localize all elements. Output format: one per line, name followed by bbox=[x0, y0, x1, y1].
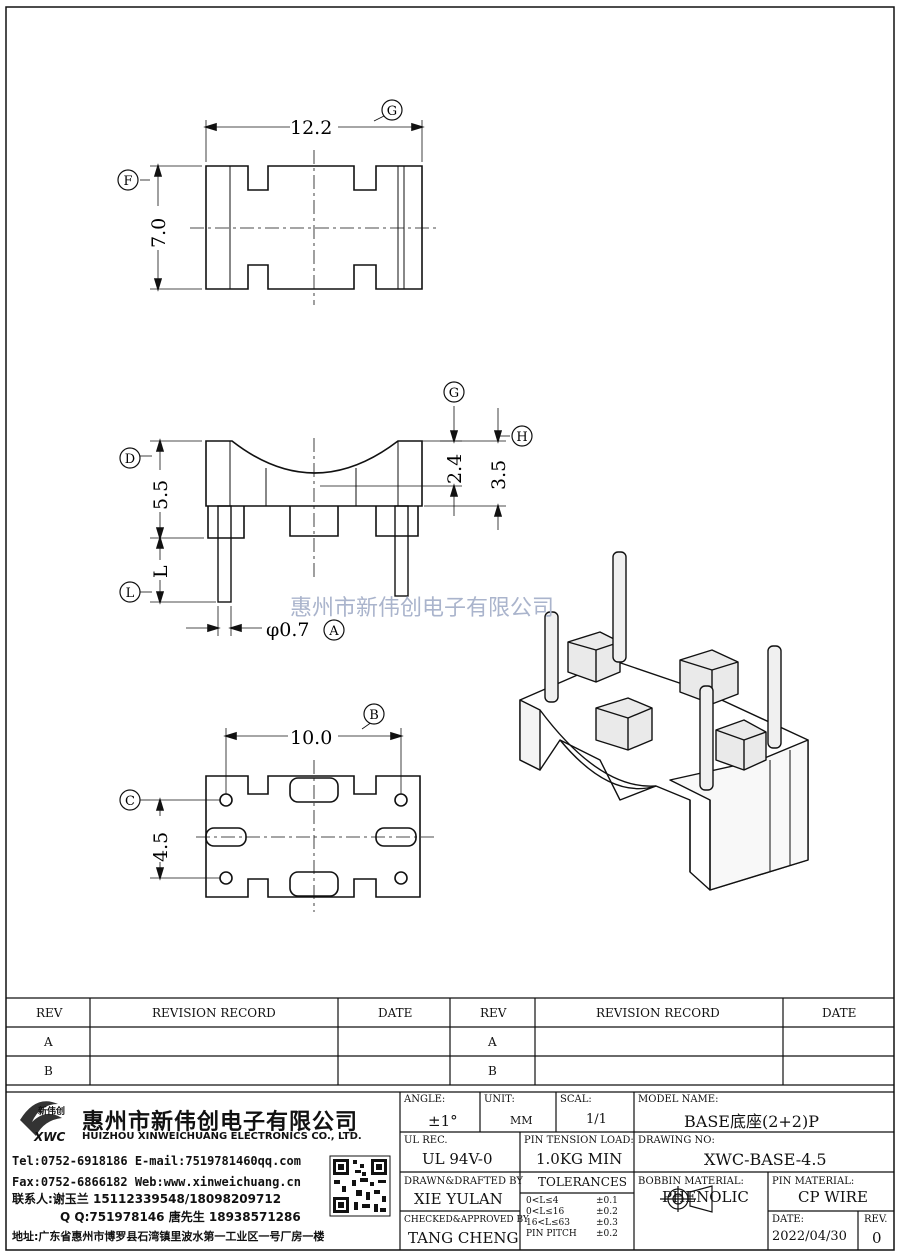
company-logo bbox=[20, 1101, 62, 1136]
dim-pin-diameter: φ0.7 bbox=[266, 619, 310, 641]
rev-header-2: REV bbox=[480, 1006, 507, 1020]
top-view bbox=[140, 115, 440, 305]
svg-text:H: H bbox=[516, 430, 527, 445]
tol-value-3: ±0.3 bbox=[596, 1218, 618, 1228]
svg-text:A: A bbox=[328, 624, 339, 639]
tol-value-1: ±0.1 bbox=[596, 1196, 618, 1206]
callout-b: B bbox=[363, 703, 385, 725]
pin-material-label: PIN MATERIAL: bbox=[772, 1176, 855, 1187]
front-view bbox=[140, 406, 510, 636]
tol-range-2: 0<L≤16 bbox=[526, 1207, 565, 1217]
callout-l: L bbox=[119, 581, 141, 603]
svg-text:B: B bbox=[369, 708, 379, 723]
model-label: MODEL NAME: bbox=[638, 1094, 719, 1105]
dim-pin-length: L bbox=[150, 565, 172, 578]
scale-value: 1/1 bbox=[586, 1112, 607, 1127]
rev-row-a-right: A bbox=[488, 1035, 497, 1049]
isometric-view bbox=[519, 551, 809, 891]
checked-by-value: TANG CHENG bbox=[408, 1229, 519, 1247]
fax-line: Fax:0752-6866182 Web:www.xinweichuang.cn bbox=[12, 1175, 301, 1189]
bobbin-material-label: BOBBIN MATERIAL: bbox=[638, 1176, 744, 1187]
callout-d: D bbox=[119, 447, 141, 469]
callout-h: H bbox=[511, 425, 533, 447]
tol-value-2: ±0.2 bbox=[596, 1207, 618, 1217]
date-label: DATE: bbox=[772, 1214, 805, 1225]
rev-header-1: REV bbox=[36, 1006, 63, 1020]
bottom-view bbox=[140, 721, 434, 912]
scale-label: SCAL: bbox=[560, 1094, 592, 1105]
dim-pin-pitch: 10.0 bbox=[290, 727, 332, 749]
date-header-1: DATE bbox=[378, 1006, 413, 1020]
dim-side-height: 5.5 bbox=[150, 480, 172, 510]
drawn-by-label: DRAWN&DRAFTED BY bbox=[404, 1176, 523, 1187]
address-line: 地址:广东省惠州市博罗县石湾镇里波水第一工业区一号厂房一楼 bbox=[12, 1230, 325, 1243]
revision-record-header-1: REVISION RECORD bbox=[152, 1006, 276, 1020]
bobbin-material-value: PHENOLIC bbox=[662, 1188, 749, 1206]
qr-code bbox=[329, 1155, 391, 1217]
dim-top-height: 3.5 bbox=[488, 460, 510, 490]
revision-record-header-2: REVISION RECORD bbox=[596, 1006, 720, 1020]
callout-g: G bbox=[443, 381, 465, 403]
tolerances-label: TOLERANCES bbox=[538, 1175, 627, 1189]
pin-material-value: CP WIRE bbox=[798, 1188, 868, 1206]
logo-text: 新伟创 bbox=[38, 1107, 66, 1117]
projection-symbol bbox=[660, 1185, 713, 1213]
angle-value: ±1° bbox=[428, 1112, 458, 1130]
rev-row-a-left: A bbox=[44, 1035, 53, 1049]
rev-row-b-left: B bbox=[44, 1064, 53, 1078]
date-value: 2022/04/30 bbox=[772, 1229, 847, 1244]
drawing-no-value: XWC-BASE-4.5 bbox=[704, 1150, 827, 1169]
svg-text:D: D bbox=[125, 452, 135, 467]
company-name-cn: 惠州市新伟创电子有限公司 bbox=[82, 1110, 359, 1135]
angle-label: ANGLE: bbox=[404, 1094, 446, 1105]
tol-range-4: PIN PITCH bbox=[526, 1229, 577, 1239]
svg-text:G: G bbox=[449, 386, 459, 401]
dim-row-pitch: 4.5 bbox=[150, 832, 172, 862]
tension-value: 1.0KG MIN bbox=[536, 1150, 623, 1168]
rev-label: REV. bbox=[864, 1214, 888, 1225]
svg-text:F: F bbox=[123, 174, 132, 189]
svg-text:G: G bbox=[387, 104, 397, 119]
rev-row-b-right: B bbox=[488, 1064, 497, 1078]
dim-arc-depth: 2.4 bbox=[444, 454, 466, 484]
tel-line: Tel:0752-6918186 E-mail:7519781460qq.com bbox=[12, 1154, 301, 1168]
watermark-text: 惠州市新伟创电子有限公司 bbox=[290, 596, 555, 621]
contact-line: 联系人:谢玉兰 15112339548/18098209712 bbox=[12, 1192, 282, 1206]
ul-value: UL 94V-0 bbox=[422, 1150, 493, 1168]
model-value: BASE底座(2+2)P bbox=[684, 1112, 819, 1131]
callout-f: G bbox=[381, 99, 403, 121]
checked-by-label: CHECKED&APPROVED BY bbox=[404, 1215, 529, 1225]
svg-text:C: C bbox=[125, 794, 135, 809]
qq-line: Q Q:751978146 唐先生 18938571286 bbox=[60, 1210, 301, 1224]
drawn-by-value: XIE YULAN bbox=[414, 1190, 503, 1208]
unit-label: UNIT: bbox=[484, 1094, 515, 1105]
dim-height: 7.0 bbox=[148, 218, 170, 248]
callout-e: F bbox=[117, 169, 139, 191]
callout-c: C bbox=[119, 789, 141, 811]
dim-width: 12.2 bbox=[290, 117, 332, 139]
callout-a: A bbox=[323, 619, 345, 641]
tol-value-4: ±0.2 bbox=[596, 1229, 618, 1239]
company-name-en: HUIZHOU XINWEICHUANG ELECTRONICS CO., LT… bbox=[82, 1131, 362, 1142]
date-header-2: DATE bbox=[822, 1006, 857, 1020]
logo-abbr: XWC bbox=[34, 1130, 66, 1144]
tol-range-3: 16<L≤63 bbox=[526, 1218, 570, 1228]
unit-value: MM bbox=[510, 1114, 533, 1127]
svg-text:L: L bbox=[126, 586, 135, 601]
rev-value: 0 bbox=[872, 1229, 882, 1247]
ul-label: UL REC. bbox=[404, 1135, 448, 1146]
tol-range-1: 0<L≤4 bbox=[526, 1196, 559, 1206]
drawing-no-label: DRAWING NO: bbox=[638, 1135, 715, 1146]
tension-label: PIN TENSION LOAD: bbox=[524, 1135, 634, 1146]
